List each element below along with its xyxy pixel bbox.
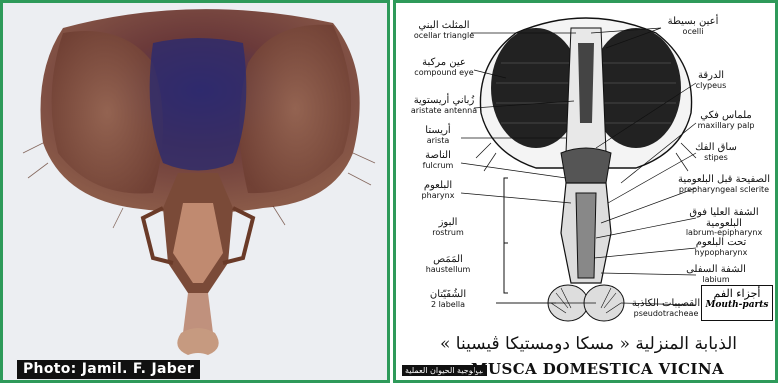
diagram-panel: المثلث البني ocellar triangle عين مركبة … — [393, 0, 778, 383]
label-ocelli: أعين بسيطة ocelli — [658, 17, 728, 36]
label-arista: أريستا arista — [398, 126, 478, 145]
label-maxillary-palp: ملماس فكي maxillary palp — [681, 111, 771, 130]
label-prepharyngeal-sclerite: الصفيحة قبل البلعومية prepharyngeal scle… — [674, 175, 774, 194]
label-ocellar-triangle: المثلث البني ocellar triangle — [398, 21, 490, 40]
photo-panel: Photo: Jamil. F. Jaber — [0, 0, 390, 383]
label-haustellum: المَمَص haustellum — [398, 255, 498, 274]
label-compound-eye: عين مركبة compound eye — [398, 58, 490, 77]
label-labium: الشفة السفلى labium — [681, 265, 751, 284]
mouthparts-title-box: أجزاء الفم Mouth-parts — [701, 285, 773, 321]
label-hypopharynx: تحت البلعوم hypopharynx — [681, 238, 761, 257]
photo-credit: Photo: Jamil. F. Jaber — [17, 360, 200, 379]
label-fulcrum: الناصة fulcrum — [398, 151, 478, 170]
label-pharynx: البلعوم pharynx — [398, 181, 478, 200]
label-labrum-epipharynx: الشفة العليا فوق البلعومية labrum-epipha… — [674, 208, 774, 237]
label-labella: الشُفَيّتان 2 labella — [398, 290, 498, 309]
caption-arabic: الذبابة المنزلية « مسكا دومستيكا ڤيسينا … — [396, 334, 778, 354]
caption-english: MUSCA DOMESTICA VICINA — [471, 360, 724, 378]
label-rostrum: البوز rostrum — [398, 218, 498, 237]
label-clypeus: الدرقة clypeus — [676, 71, 746, 90]
label-pseudotracheae: القصيبات الكاذبة pseudotracheae — [626, 299, 706, 318]
label-stipes: ساق الفك stipes — [681, 143, 751, 162]
fly-head-micrograph — [3, 3, 387, 380]
label-aristate-antenna: زُباني أريستوية aristate antenna — [398, 96, 490, 115]
